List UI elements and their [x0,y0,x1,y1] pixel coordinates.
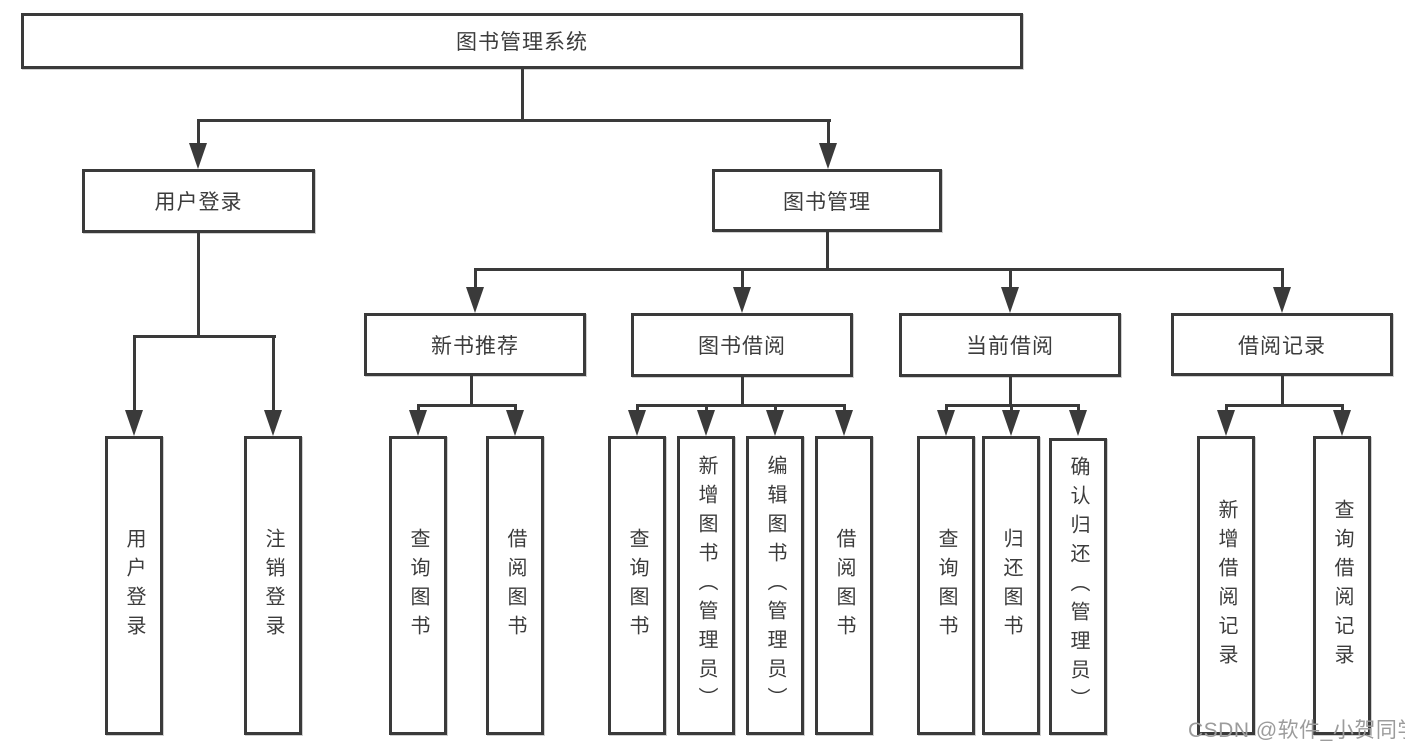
leaf-add-book-admin-label: 新增图书（管理员） [695,455,717,716]
leaf-add-borrow-record-label: 新增借阅记录 [1215,498,1237,673]
connector-line [825,232,829,270]
leaf-return-books-label: 归还图书 [1000,527,1022,644]
connector-line [773,406,777,412]
leaf-query-books-recommend-label: 查询图书 [407,527,429,644]
arrow-down-icon [819,143,837,169]
connector-line [1076,406,1080,412]
leaf-logout: 注销登录 [244,436,302,735]
arrow-down-icon [409,410,427,436]
arrow-down-icon [628,410,646,436]
connector-line [196,121,200,145]
arrow-down-icon [733,287,751,313]
connector-line [635,406,639,412]
connector-line [944,406,948,412]
connector-line [197,119,831,122]
node-book-management-label: 图书管理 [783,190,871,214]
connector-line [473,270,477,288]
leaf-query-borrow-record: 查询借阅记录 [1313,436,1371,735]
connector-line [944,404,1080,407]
arrow-down-icon [466,287,484,313]
arrow-down-icon [835,410,853,436]
arrow-down-icon [264,410,282,436]
connector-line [826,121,830,145]
leaf-user-login: 用户登录 [105,436,163,735]
node-borrowing-records: 借阅记录 [1171,313,1393,376]
arrow-down-icon [1001,287,1019,313]
connector-line [1280,375,1284,406]
connector-line [740,377,744,406]
node-new-book-recommend-label: 新书推荐 [431,334,519,358]
leaf-edit-book-admin-label: 编辑图书（管理员） [764,455,786,716]
connector-line [1280,270,1284,288]
connector-line [740,270,744,288]
leaf-borrow-books-recommend: 借阅图书 [486,436,544,735]
leaf-return-books: 归还图书 [982,436,1040,735]
leaf-query-books-borrowing-label: 查询图书 [626,527,648,644]
connector-line [132,337,136,411]
node-book-borrowing-label: 图书借阅 [698,335,786,358]
leaf-query-borrow-record-label: 查询借阅记录 [1331,498,1353,673]
node-user-login: 用户登录 [82,169,315,233]
connector-line [271,337,275,411]
connector-line [1008,377,1012,406]
connector-line [1224,404,1344,407]
connector-line [842,406,846,412]
connector-line [513,406,517,412]
connector-line [132,335,276,338]
connector-line [520,69,524,121]
arrow-down-icon [125,410,143,436]
connector-line [1224,406,1228,412]
csdn-watermark: CSDN @软件_小贺同学 [1188,719,1405,742]
arrow-down-icon [766,410,784,436]
arrow-down-icon [506,410,524,436]
connector-line [635,404,846,407]
connector-line [416,406,420,412]
connector-line [1340,406,1344,412]
connector-line [1009,406,1013,412]
leaf-query-books-borrowing: 查询图书 [608,436,666,735]
leaf-borrow-books-recommend-label: 借阅图书 [504,527,526,644]
node-user-login-label: 用户登录 [154,191,243,214]
leaf-confirm-return-admin-label: 确认归还（管理员） [1067,456,1089,717]
node-library-system-label: 图书管理系统 [456,31,588,54]
connector-line [196,233,200,337]
node-library-system: 图书管理系统 [21,13,1023,69]
arrow-down-icon [1002,410,1020,436]
arrow-down-icon [1273,287,1291,313]
leaf-confirm-return-admin: 确认归还（管理员） [1049,438,1107,735]
leaf-edit-book-admin: 编辑图书（管理员） [746,436,804,735]
arrow-down-icon [697,410,715,436]
arrow-down-icon [1217,410,1235,436]
leaf-logout-label: 注销登录 [262,527,284,644]
node-book-management: 图书管理 [712,169,942,232]
node-borrowing-records-label: 借阅记录 [1238,334,1326,358]
connector-line [473,268,1284,271]
leaf-add-borrow-record: 新增借阅记录 [1197,436,1255,735]
node-book-borrowing: 图书借阅 [631,313,853,377]
connector-line [704,406,708,412]
leaf-borrow-books-borrowing: 借阅图书 [815,436,873,735]
leaf-query-books-current: 查询图书 [917,436,975,735]
leaf-query-books-recommend: 查询图书 [389,436,447,735]
node-new-book-recommend: 新书推荐 [364,313,586,376]
leaf-query-books-current-label: 查询图书 [935,527,957,644]
arrow-down-icon [937,410,955,436]
leaf-add-book-admin: 新增图书（管理员） [677,436,735,735]
leaf-borrow-books-borrowing-label: 借阅图书 [833,527,855,644]
arrow-down-icon [189,143,207,169]
leaf-user-login-label: 用户登录 [123,527,145,644]
arrow-down-icon [1069,410,1087,436]
node-current-borrowing-label: 当前借阅 [966,335,1054,358]
arrow-down-icon [1333,410,1351,436]
connector-line [469,375,473,406]
node-current-borrowing: 当前借阅 [899,313,1121,377]
connector-line [416,404,517,407]
connector-line [1008,270,1012,288]
